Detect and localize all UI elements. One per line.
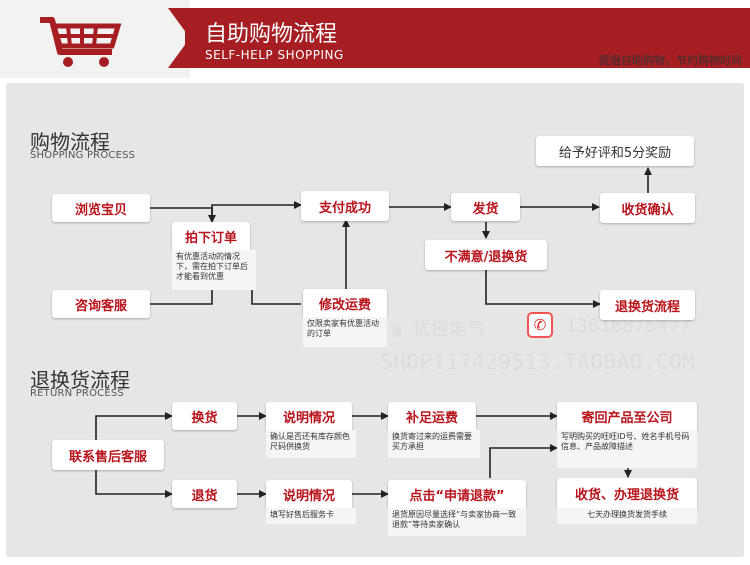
edge-apply-send bbox=[489, 444, 558, 478]
edge-order-pay bbox=[211, 201, 302, 222]
cart-logo-area bbox=[0, 0, 190, 78]
watermark-shop-url: SHOP117429513.TAOBAO.COM bbox=[380, 350, 696, 374]
note-handle: 七天办理换货发货手续 bbox=[557, 508, 697, 524]
node-handle: 收货、办理退换货 bbox=[557, 478, 697, 508]
node-send-back: 寄回产品至公司 bbox=[557, 402, 697, 430]
edge-browse-order bbox=[150, 207, 216, 223]
watermark-brand: 优控电气 bbox=[413, 319, 485, 340]
node-exchange: 换货 bbox=[172, 402, 237, 430]
node-unsatisfied: 不满意/退换货 bbox=[425, 240, 547, 270]
watermark-phone: 13616876477 bbox=[565, 315, 691, 337]
return-section-title: 退换货流程 bbox=[30, 368, 130, 392]
shopping-section-title: 购物流程 bbox=[30, 130, 110, 154]
note-apply-refund: 退货原因尽量选择“与卖家协商一致退款”等待卖家确认 bbox=[388, 508, 526, 536]
shopping-cart-icon bbox=[40, 17, 122, 67]
shopping-section-subtitle: SHOPPING PROCESS bbox=[30, 150, 136, 161]
node-receive: 收货确认 bbox=[600, 193, 695, 223]
note-send-back: 写明购买的旺旺ID号、姓名手机号码信息、产品故障描述 bbox=[557, 430, 697, 468]
node-consult: 咨询客服 bbox=[52, 290, 150, 318]
note-modify: 仅限卖家有优惠活动的订单 bbox=[303, 317, 387, 347]
node-modify: 修改运费 bbox=[303, 289, 387, 317]
return-section-subtitle: RETURN PROCESS bbox=[30, 388, 124, 399]
note-explain-exchange: 确认是否还有库存颜色尺码供换货 bbox=[266, 430, 356, 458]
node-order: 拍下订单 bbox=[172, 222, 250, 250]
header-arrow-shape bbox=[168, 8, 208, 68]
page-title: 自助购物流程 bbox=[205, 22, 338, 47]
node-explain-refund: 说明情况 bbox=[266, 480, 352, 508]
node-apply-refund: 点击“申请退款” bbox=[388, 480, 526, 508]
phone-icon: ✆ bbox=[527, 312, 553, 338]
crown-icon: ♛ bbox=[388, 318, 406, 342]
edge-unsatisfied-return bbox=[485, 270, 601, 308]
edge-contact-exchange bbox=[95, 412, 173, 440]
page-subtitle: SELF-HELP SHOPPING bbox=[205, 48, 344, 62]
node-add-freight: 补足运费 bbox=[388, 402, 476, 430]
node-reward: 给予好评和5分奖励 bbox=[536, 136, 694, 166]
note-explain-refund: 填写好售后服务卡 bbox=[266, 508, 356, 524]
edge-order-modify bbox=[250, 256, 301, 305]
node-explain-exchange: 说明情况 bbox=[266, 402, 352, 430]
header-banner bbox=[185, 8, 750, 68]
node-ship: 发货 bbox=[451, 193, 520, 221]
node-contact-service: 联系售后客服 bbox=[52, 440, 164, 470]
header-slogan: 提倡自助购物，节约购物时间 bbox=[599, 54, 742, 67]
note-add-freight: 换货寄过来的运费需要买方承担 bbox=[388, 430, 480, 458]
node-pay: 支付成功 bbox=[301, 191, 389, 221]
note-order: 有优惠活动的情况下，需在拍下订单后才能看到优惠 bbox=[172, 250, 256, 290]
edge-consult-order bbox=[150, 282, 216, 305]
node-return-process: 退换货流程 bbox=[600, 290, 695, 320]
node-refund: 退货 bbox=[172, 480, 237, 508]
edge-contact-refund bbox=[95, 470, 173, 498]
node-browse: 浏览宝贝 bbox=[52, 194, 150, 222]
